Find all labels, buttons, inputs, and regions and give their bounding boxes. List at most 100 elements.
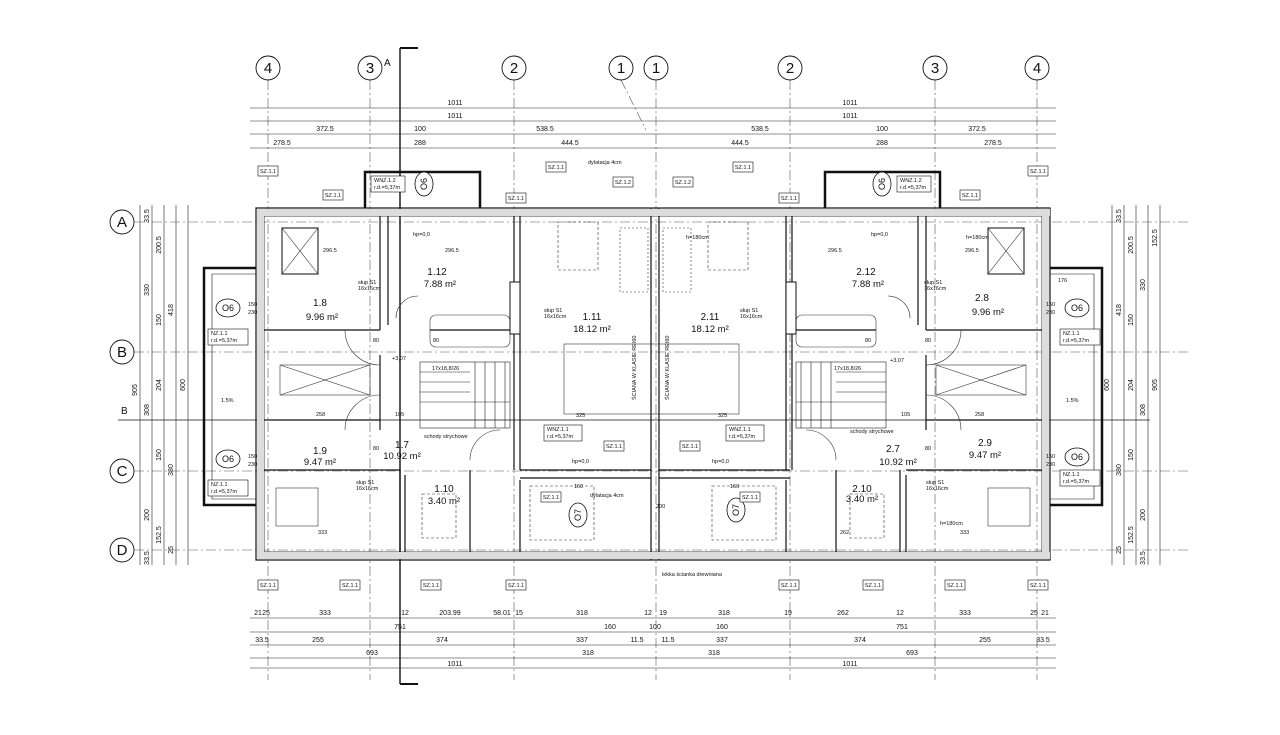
inner-dim: 80: [865, 338, 871, 344]
left-dim: 204: [156, 379, 163, 391]
wnz-label: WNZ.1.2: [900, 178, 922, 184]
window-tag-label: O6: [1071, 303, 1083, 313]
stair-dims: 17x18,8/26: [432, 366, 459, 372]
inner-dim: 105: [901, 412, 910, 418]
column-size: 16x16cm: [544, 314, 567, 320]
hp-note: hp=0,0: [871, 232, 888, 238]
inner-dim: 230: [1046, 462, 1055, 468]
left-dim: 308: [144, 404, 151, 416]
column-size: 16x16cm: [356, 486, 379, 492]
bottom-dim: 15: [515, 610, 523, 617]
window-tag-label: O6: [419, 178, 429, 190]
bottom-dim: 337: [576, 637, 588, 644]
left-dim: 200: [144, 509, 151, 521]
bottom-dim: 12: [644, 610, 652, 617]
hp-note: hp=0,0: [413, 232, 430, 238]
bottom-dim: 693: [366, 650, 378, 657]
room-area: 9.47 m²: [304, 457, 336, 468]
inner-dim: 150: [248, 454, 257, 460]
sz-tag: SZ.1.1: [682, 444, 698, 450]
bottom-dim: 160: [604, 624, 616, 631]
top-dim: 1011: [447, 100, 462, 107]
bottom-dim: 318: [582, 650, 594, 657]
room-number: 2.9: [978, 438, 992, 449]
bottom-dim: 255: [312, 637, 324, 644]
sz-tag: SZ.1.1: [947, 583, 963, 589]
left-dim: 25: [168, 546, 175, 554]
dilatation-note: dylatacja 4cm: [590, 493, 624, 499]
inner-dim: 80: [925, 338, 931, 344]
right-dim: 200: [1140, 509, 1147, 521]
wnz-label: WNZ.1.1: [729, 427, 751, 433]
sz-tag: SZ.1.1: [508, 196, 524, 202]
room-number: 2.11: [701, 312, 720, 323]
height-note: h=180cm: [940, 521, 963, 527]
wnz-rd: r.d.=5,37m: [374, 185, 401, 191]
room-number: 1.12: [427, 267, 447, 278]
right-dim: 150: [1128, 449, 1135, 461]
right-dim: 600: [1104, 379, 1111, 391]
wnz-label: WNZ.1.2: [374, 178, 396, 184]
column-label: słup S1: [740, 308, 758, 314]
wnz-label: WNZ.1.1: [547, 427, 569, 433]
right-dim: 152.5: [1128, 526, 1135, 544]
bottom-dim: 333: [319, 610, 331, 617]
stair-dims: 17x18,8/26: [834, 366, 861, 372]
bottom-dim: 318: [718, 610, 730, 617]
right-dim: 33.5: [1140, 551, 1147, 565]
hp-note: hp=0,0: [712, 459, 729, 465]
inner-dim: 258: [316, 412, 325, 418]
slope-note: 1.5%: [1066, 398, 1079, 404]
inner-dim: 296.5: [828, 248, 842, 254]
bay-windows: [202, 170, 1104, 507]
right-dim: 25: [1116, 546, 1123, 554]
timber-partition-note: lekka ścianka drewniana: [662, 572, 723, 578]
inner-dim: 230: [248, 462, 257, 468]
column-label: słup S1: [356, 480, 374, 486]
column-label: słup S1: [544, 308, 562, 314]
nz-rd: r.d.=5,37m: [211, 489, 238, 495]
right-dim: 33.5: [1116, 209, 1123, 223]
top-dim: 1011: [842, 100, 857, 107]
sz-tag-boxes: [257, 161, 1049, 591]
bottom-dim: 25: [1030, 610, 1038, 617]
bottom-dim: 374: [436, 637, 448, 644]
room-area: 7.88 m²: [424, 279, 456, 290]
room-area: 9.96 m²: [972, 307, 1004, 318]
room-number: 2.12: [856, 267, 876, 278]
attic-stairs-note: schody strychowe: [850, 429, 894, 435]
left-dim: 330: [144, 284, 151, 296]
room-area: 9.96 m²: [306, 312, 338, 323]
inner-dim: 80: [373, 446, 379, 452]
inner-dim: 160: [574, 484, 583, 490]
fixtures: [275, 221, 1031, 541]
left-dim: 600: [180, 379, 187, 391]
nz-rd: r.d.=5,37m: [1063, 479, 1090, 485]
nz-label: NZ.1.1: [1063, 472, 1080, 478]
nz-label: NZ.1.1: [211, 331, 228, 337]
room-area: 3.40 m²: [428, 496, 460, 507]
axis-label-top: 1: [652, 60, 660, 77]
inner-dim: 325: [718, 413, 727, 419]
left-dim: 150: [156, 449, 163, 461]
wnz-rd: r.d.=5,37m: [547, 434, 574, 440]
room-area: 10.92 m²: [879, 457, 917, 468]
axis-label-top: 3: [366, 60, 374, 77]
wall-fill: [257, 209, 1050, 559]
axis-label-top: 1: [617, 60, 625, 77]
top-dim: 538.5: [751, 126, 769, 133]
sz-tag: SZ.1.1: [781, 583, 797, 589]
nz-label: NZ.1.1: [211, 482, 228, 488]
nz-label: NZ.1.1: [1063, 331, 1080, 337]
inner-dim: 262: [840, 530, 849, 536]
sz-tag: SZ.1.1: [423, 583, 439, 589]
room-number: 1.7: [395, 440, 409, 451]
room-area: 10.92 m²: [383, 451, 421, 462]
axis-label-top: 3: [931, 60, 939, 77]
inner-dim: 296.5: [323, 248, 337, 254]
top-dim: 100: [876, 126, 888, 133]
bottom-dim: 25: [262, 610, 270, 617]
top-dim: 538.5: [536, 126, 554, 133]
top-dim: 288: [876, 140, 888, 147]
attic-stairs-note: schody strychowe: [424, 434, 468, 440]
